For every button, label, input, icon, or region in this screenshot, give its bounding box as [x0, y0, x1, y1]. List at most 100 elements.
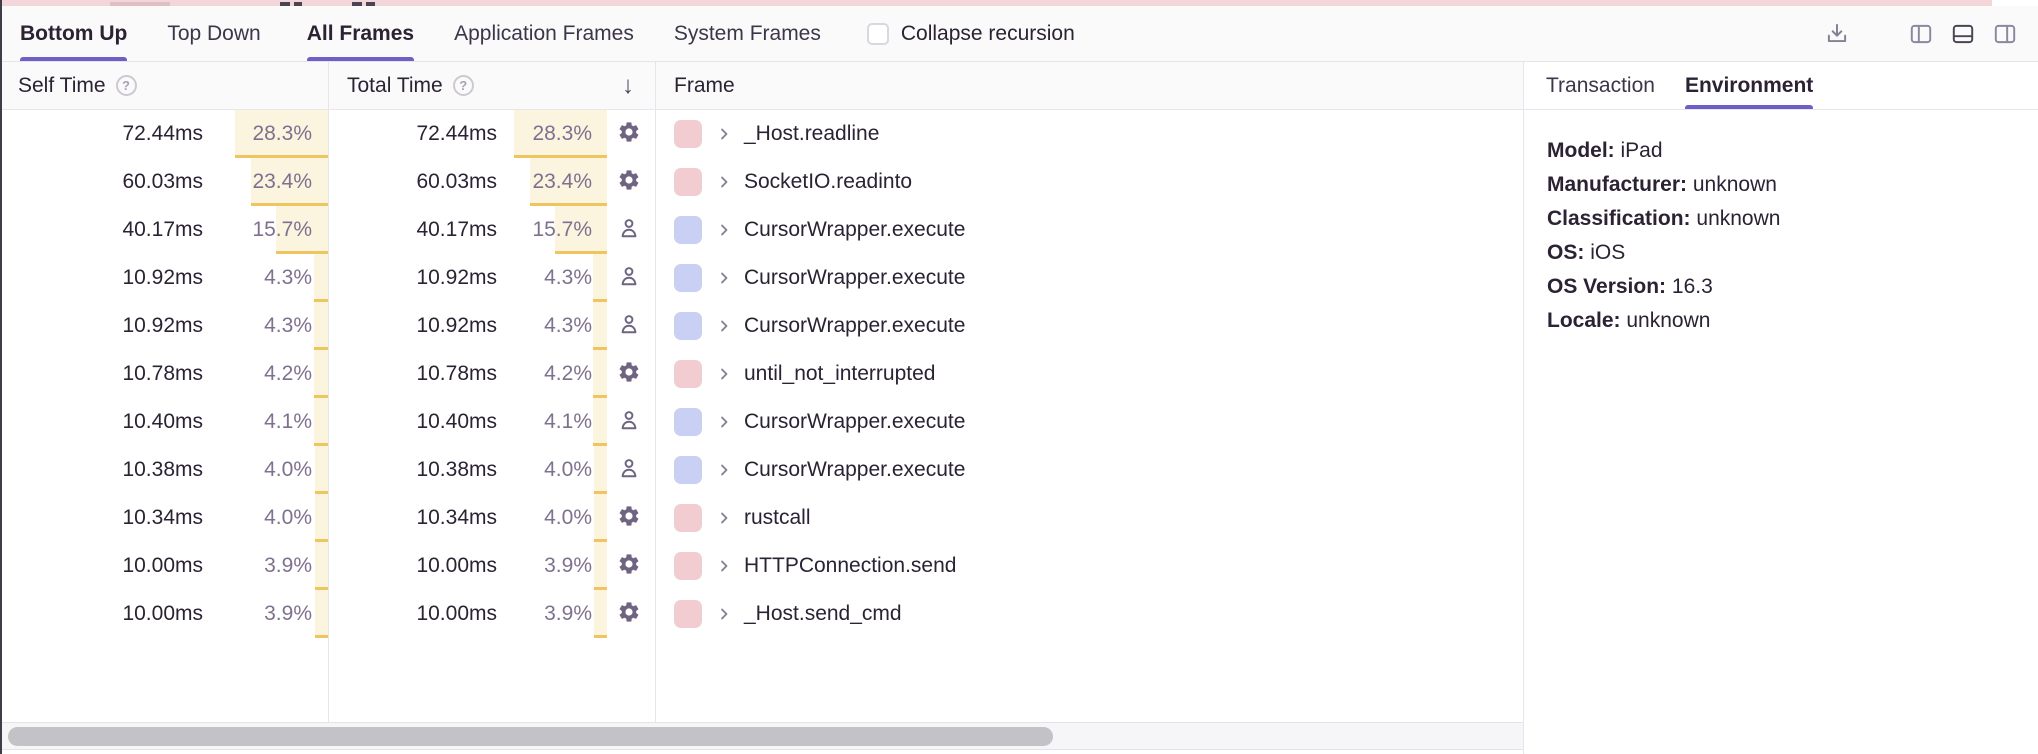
self-time-percent: 4.3% — [264, 266, 312, 289]
column-divider — [328, 62, 329, 722]
table-row[interactable]: 72.44ms 28.3% 72.44ms 28.3% _Host.readli… — [0, 110, 1523, 158]
tab-system-frames[interactable]: System Frames — [673, 21, 821, 45]
frame-color-swatch — [674, 408, 702, 436]
environment-detail-label: Locale: — [1547, 309, 1621, 332]
self-time-cell: 10.38ms 4.0% — [0, 446, 329, 494]
frame-cell[interactable]: SocketIO.readinto — [656, 158, 1523, 206]
frame-name: until_not_interrupted — [744, 362, 936, 385]
total-time-percent: 4.2% — [544, 362, 592, 385]
self-time-cell: 10.92ms 4.3% — [0, 302, 329, 350]
total-time-value: 40.17ms — [416, 218, 497, 241]
table-row[interactable]: 10.92ms 4.3% 10.92ms 4.3% CursorWrapper.… — [0, 302, 1523, 350]
total-time-cell: 10.00ms 3.9% — [329, 590, 656, 638]
frame-cell[interactable]: HTTPConnection.send — [656, 542, 1523, 590]
environment-detail-line: Model: iPad — [1547, 134, 2038, 168]
layout-bottom-panel-icon[interactable] — [1948, 19, 1978, 49]
sort-descending-icon[interactable]: ↓ — [622, 71, 634, 99]
application-frame-user-icon — [617, 312, 645, 340]
header-total-time[interactable]: Total Time ? ↓ — [329, 62, 656, 109]
frame-cell[interactable]: until_not_interrupted — [656, 350, 1523, 398]
self-time-cell: 72.44ms 28.3% — [0, 110, 329, 158]
chevron-right-icon[interactable] — [716, 414, 732, 430]
collapse-recursion-checkbox[interactable] — [866, 22, 889, 45]
frame-cell[interactable]: CursorWrapper.execute — [656, 206, 1523, 254]
self-percent-bar — [276, 206, 328, 254]
self-time-value: 10.00ms — [122, 554, 203, 577]
download-icon[interactable] — [1822, 19, 1852, 49]
frame-cell[interactable]: CursorWrapper.execute — [656, 398, 1523, 446]
flamegraph-edge-strip — [0, 0, 2038, 6]
frame-cell[interactable]: CursorWrapper.execute — [656, 254, 1523, 302]
frame-cell[interactable]: CursorWrapper.execute — [656, 302, 1523, 350]
self-time-value: 10.34ms — [122, 506, 203, 529]
frame-color-swatch — [674, 600, 702, 628]
layout-left-panel-icon[interactable] — [1906, 19, 1936, 49]
total-time-percent: 4.3% — [544, 266, 592, 289]
chevron-right-icon[interactable] — [716, 270, 732, 286]
system-frame-gear-icon — [617, 552, 645, 580]
chevron-right-icon[interactable] — [716, 318, 732, 334]
frame-name: rustcall — [744, 506, 811, 529]
self-percent-bar — [314, 398, 328, 446]
frame-name: CursorWrapper.execute — [744, 410, 966, 433]
table-row[interactable]: 10.78ms 4.2% 10.78ms 4.2% until_not_inte… — [0, 350, 1523, 398]
system-frame-gear-icon — [617, 360, 645, 388]
total-time-cell: 10.00ms 3.9% — [329, 542, 656, 590]
header-frame[interactable]: Frame — [656, 62, 1523, 109]
total-time-value: 10.38ms — [416, 458, 497, 481]
table-row[interactable]: 10.40ms 4.1% 10.40ms 4.1% CursorWrapper.… — [0, 398, 1523, 446]
environment-detail-value: unknown — [1692, 173, 1777, 196]
header-self-time[interactable]: Self Time ? — [0, 62, 329, 109]
total-time-value: 60.03ms — [416, 170, 497, 193]
table-row[interactable]: 10.00ms 3.9% 10.00ms 3.9% _Host.send_cmd — [0, 590, 1523, 638]
frame-color-swatch — [674, 312, 702, 340]
total-time-cell: 10.34ms 4.0% — [329, 494, 656, 542]
total-percent-bar — [593, 350, 607, 398]
self-time-percent: 4.3% — [264, 314, 312, 337]
tab-top-down[interactable]: Top Down — [167, 21, 261, 45]
chevron-right-icon[interactable] — [716, 174, 732, 190]
help-icon[interactable]: ? — [452, 75, 474, 96]
total-percent-bar — [593, 254, 607, 302]
tab-application-frames[interactable]: Application Frames — [454, 21, 634, 45]
tab-transaction[interactable]: Transaction — [1546, 73, 1655, 97]
frame-cell[interactable]: rustcall — [656, 494, 1523, 542]
chevron-right-icon[interactable] — [716, 606, 732, 622]
tab-all-frames[interactable]: All Frames — [306, 6, 415, 61]
table-row[interactable]: 10.00ms 3.9% 10.00ms 3.9% HTTPConnection… — [0, 542, 1523, 590]
table-header-row: Self Time ? Total Time ? ↓ Frame — [0, 62, 1523, 110]
horizontal-scrollbar-thumb[interactable] — [8, 727, 1053, 746]
tab-bottom-up[interactable]: Bottom Up — [20, 6, 128, 61]
help-icon[interactable]: ? — [115, 75, 137, 96]
horizontal-scrollbar-track[interactable] — [0, 722, 1523, 750]
total-time-percent: 23.4% — [532, 170, 592, 193]
layout-right-panel-icon[interactable] — [1990, 19, 2020, 49]
application-frame-user-icon — [617, 456, 645, 484]
total-percent-bar — [594, 446, 607, 494]
self-time-value: 10.78ms — [122, 362, 203, 385]
system-frame-gear-icon — [617, 600, 645, 628]
table-row[interactable]: 10.92ms 4.3% 10.92ms 4.3% CursorWrapper.… — [0, 254, 1523, 302]
chevron-right-icon[interactable] — [716, 462, 732, 478]
table-row[interactable]: 10.38ms 4.0% 10.38ms 4.0% CursorWrapper.… — [0, 446, 1523, 494]
call-tree-table: Self Time ? Total Time ? ↓ Frame 72.44ms… — [0, 62, 1523, 754]
frame-cell[interactable]: CursorWrapper.execute — [656, 446, 1523, 494]
environment-detail-line: Locale: unknown — [1547, 304, 2038, 338]
chevron-right-icon[interactable] — [716, 510, 732, 526]
total-time-value: 10.92ms — [416, 314, 497, 337]
chevron-right-icon[interactable] — [716, 222, 732, 238]
toolbar-icons — [1822, 19, 2020, 49]
frame-cell[interactable]: _Host.readline — [656, 110, 1523, 158]
chevron-right-icon[interactable] — [716, 366, 732, 382]
table-row[interactable]: 10.34ms 4.0% 10.34ms 4.0% rustcall — [0, 494, 1523, 542]
chevron-right-icon[interactable] — [716, 558, 732, 574]
chevron-right-icon[interactable] — [716, 126, 732, 142]
collapse-recursion-control[interactable]: Collapse recursion — [866, 22, 1075, 46]
table-row[interactable]: 40.17ms 15.7% 40.17ms 15.7% CursorWrappe… — [0, 206, 1523, 254]
tab-environment[interactable]: Environment — [1684, 62, 1814, 109]
frame-color-swatch — [674, 456, 702, 484]
frame-color-swatch — [674, 552, 702, 580]
frame-cell[interactable]: _Host.send_cmd — [656, 590, 1523, 638]
table-row[interactable]: 60.03ms 23.4% 60.03ms 23.4% SocketIO.rea… — [0, 158, 1523, 206]
details-panel-tabs: Transaction Environment — [1524, 62, 2038, 110]
